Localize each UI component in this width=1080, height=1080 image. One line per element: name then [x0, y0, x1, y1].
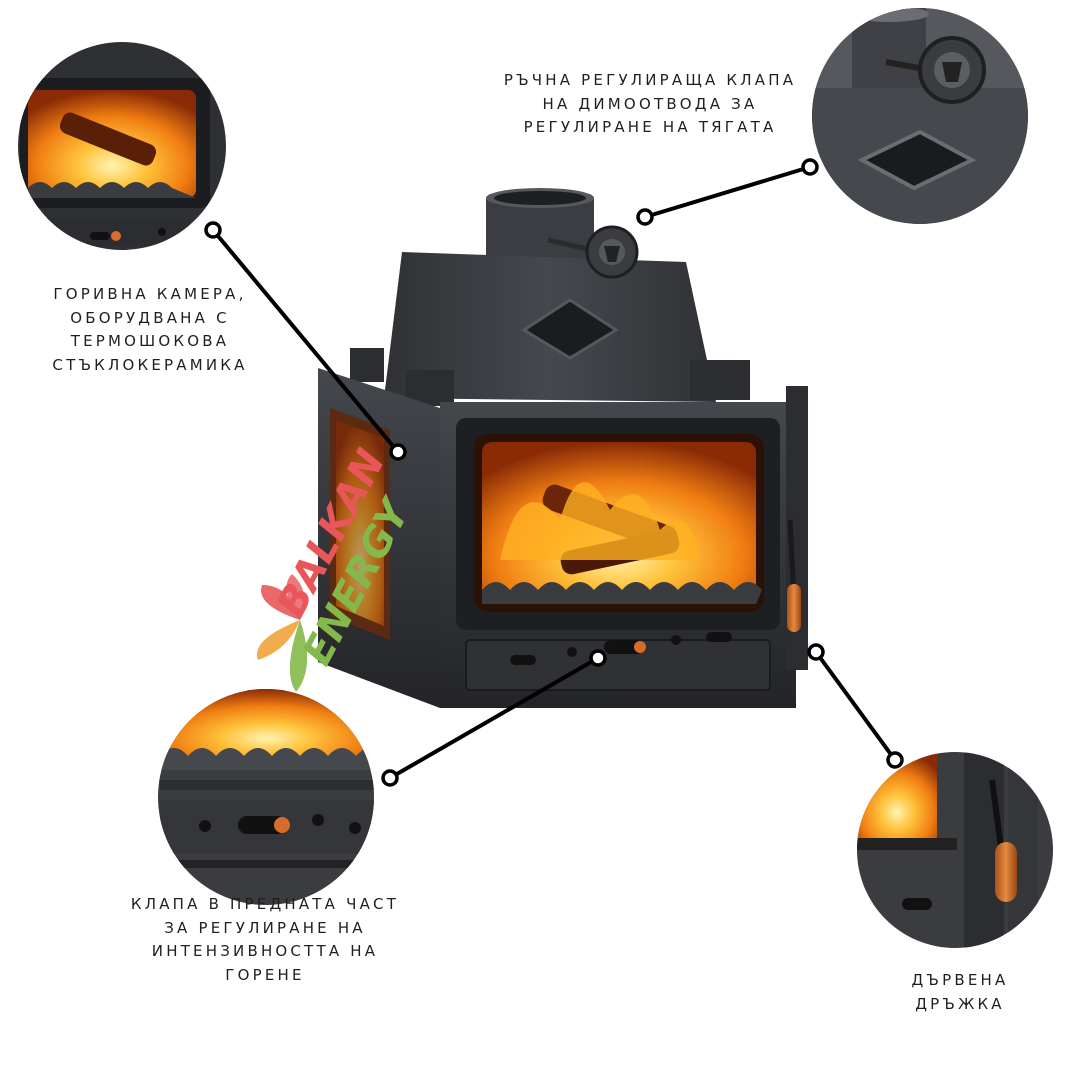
fireplace-insert [318, 188, 808, 708]
detail-front-damper [158, 689, 374, 905]
detail-combustion-chamber [18, 42, 226, 250]
caption-front-damper: КЛАПА В ПРЕДНАТА ЧАСТ ЗА РЕГУЛИРАНЕ НА И… [130, 895, 400, 984]
detail-wooden-handle [857, 752, 1053, 948]
leader-lines [204, 158, 904, 787]
flue-damper-knob [547, 225, 639, 279]
caption-wooden-handle: ДЪРВЕНА ДРЪЖКА [911, 971, 1009, 1013]
caption-flue-damper: РЪЧНА РЕГУЛИРАЩА КЛАПА НА ДИМООТВОДА ЗА … [503, 71, 797, 136]
detail-flue-damper [812, 8, 1028, 224]
watermark-leaf-icon [256, 574, 308, 692]
burning-logs [500, 482, 700, 575]
caption-combustion-chamber: ГОРИВНА КАМЕРА, ОБОРУДВАНА С ТЕРМОШОКОВА… [52, 285, 248, 374]
